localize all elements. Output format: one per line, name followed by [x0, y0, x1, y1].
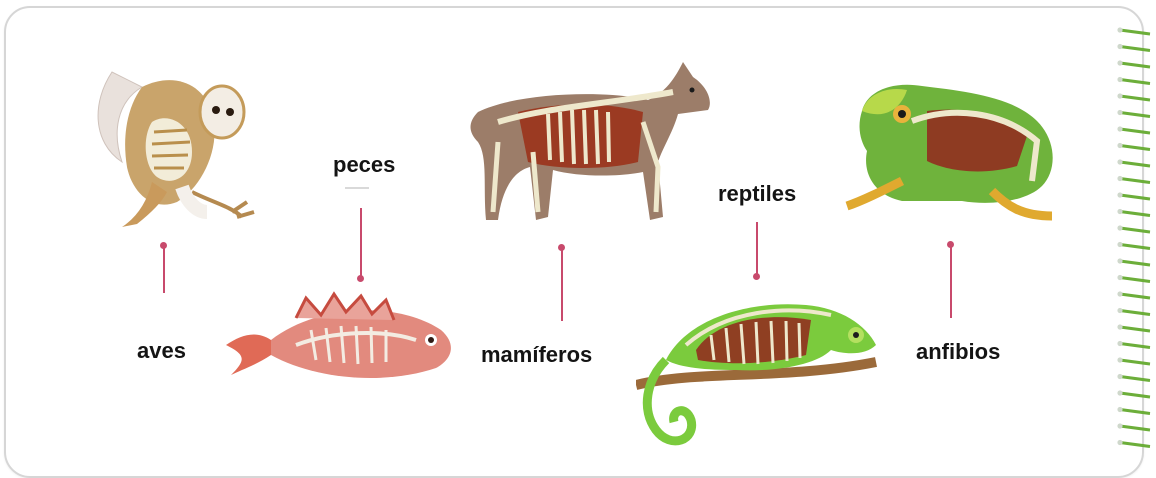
- reptiles-connector-dot: [753, 273, 760, 280]
- spiral-hole: [1117, 93, 1122, 98]
- spiral-hole: [1117, 308, 1122, 313]
- wolf-skeleton-illustration: [458, 52, 718, 230]
- anfibios-connector-line: [950, 244, 952, 318]
- mamiferos-connector-dot: [558, 244, 565, 251]
- spiral-hole: [1117, 440, 1122, 445]
- spiral-loop: [1120, 113, 1150, 117]
- spiral-loop: [1120, 327, 1150, 331]
- spiral-loop: [1120, 162, 1150, 166]
- divider-mark: [345, 187, 369, 189]
- spiral-hole: [1117, 275, 1122, 280]
- spiral-loop: [1120, 63, 1150, 67]
- spiral-hole: [1117, 176, 1122, 181]
- spiral-loop: [1120, 80, 1150, 84]
- fish-skeleton-illustration: [226, 290, 458, 390]
- spiral-loop: [1120, 129, 1150, 133]
- label-peces: peces: [333, 152, 395, 178]
- spiral-loop: [1120, 344, 1150, 348]
- spiral-hole: [1117, 357, 1122, 362]
- spiral-loop: [1120, 47, 1150, 51]
- spiral-loop: [1120, 96, 1150, 100]
- anfibios-connector-dot: [947, 241, 954, 248]
- spiral-hole: [1117, 258, 1122, 263]
- aves-connector-dot: [160, 242, 167, 249]
- spiral-hole: [1117, 110, 1122, 115]
- spiral-loop: [1120, 311, 1150, 315]
- label-anfibios: anfibios: [916, 339, 1000, 365]
- label-aves: aves: [137, 338, 186, 364]
- spiral-hole: [1117, 60, 1122, 65]
- spiral-hole: [1117, 407, 1122, 412]
- label-mamiferos: mamíferos: [481, 342, 592, 368]
- spiral-loop: [1120, 30, 1150, 34]
- spiral-hole: [1117, 242, 1122, 247]
- spiral-loop: [1120, 212, 1150, 216]
- spiral-loop: [1120, 443, 1150, 447]
- owl-skeleton-illustration: [82, 52, 272, 242]
- spiral-loop: [1120, 426, 1150, 430]
- reptiles-connector-line: [756, 222, 758, 276]
- notebook-spiral-icon: [1116, 20, 1156, 464]
- spiral-loop: [1120, 393, 1150, 397]
- peces-connector-dot: [357, 275, 364, 282]
- spiral-loop: [1120, 360, 1150, 364]
- spiral-loop: [1120, 377, 1150, 381]
- spiral-hole: [1117, 390, 1122, 395]
- spiral-hole: [1117, 27, 1122, 32]
- spiral-loop: [1120, 278, 1150, 282]
- spiral-hole: [1117, 192, 1122, 197]
- spiral-loop: [1120, 410, 1150, 414]
- label-reptiles: reptiles: [718, 181, 796, 207]
- aves-connector-line: [163, 245, 165, 293]
- spiral-hole: [1117, 341, 1122, 346]
- spiral-loop: [1120, 146, 1150, 150]
- spiral-loop: [1120, 261, 1150, 265]
- spiral-hole: [1117, 209, 1122, 214]
- spiral-hole: [1117, 143, 1122, 148]
- spiral-loop: [1120, 195, 1150, 199]
- spiral-hole: [1117, 44, 1122, 49]
- spiral-loop: [1120, 228, 1150, 232]
- spiral-hole: [1117, 374, 1122, 379]
- peces-connector-line: [360, 208, 362, 278]
- spiral-loop: [1120, 294, 1150, 298]
- frog-skeleton-illustration: [842, 66, 1066, 228]
- spiral-hole: [1117, 126, 1122, 131]
- chameleon-skeleton-illustration: [636, 290, 902, 462]
- spiral-hole: [1117, 423, 1122, 428]
- spiral-hole: [1117, 77, 1122, 82]
- spiral-hole: [1117, 324, 1122, 329]
- mamiferos-connector-line: [561, 247, 563, 321]
- spiral-loop: [1120, 179, 1150, 183]
- spiral-loop: [1120, 245, 1150, 249]
- spiral-hole: [1117, 159, 1122, 164]
- spiral-hole: [1117, 225, 1122, 230]
- spiral-hole: [1117, 291, 1122, 296]
